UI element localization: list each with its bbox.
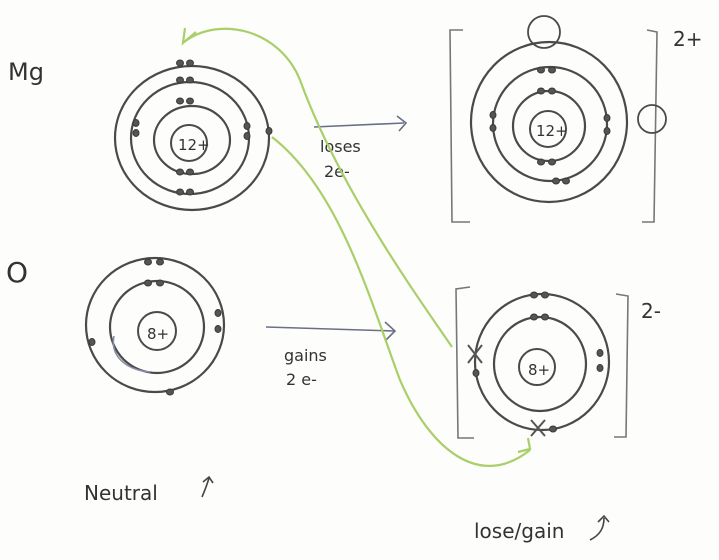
green-arrow-to-o-ion bbox=[272, 137, 530, 466]
o-symbol-label: O bbox=[6, 256, 28, 289]
neutral-label: Neutral bbox=[84, 481, 158, 505]
mg-ion-charge: 2+ bbox=[673, 27, 702, 51]
mg-nucleus-charge: 12+ bbox=[178, 136, 210, 154]
mg-electrons bbox=[133, 60, 272, 195]
neutral-arrow-icon bbox=[202, 477, 213, 497]
o-ion-gained-electron-x-bottom bbox=[531, 420, 545, 436]
o-ion-nucleus-charge: 8+ bbox=[528, 361, 550, 379]
mg-ion-nucleus-charge: 12+ bbox=[536, 122, 568, 140]
o-ion-charge: 2- bbox=[641, 299, 661, 323]
mg-ion: 2+ 12+ bbox=[450, 16, 702, 222]
gains-label-line1: gains bbox=[284, 346, 327, 365]
green-annotation-arrows bbox=[183, 28, 530, 466]
lose-gain-arrow-icon bbox=[590, 516, 609, 540]
mg-neutral-atom: 12+ bbox=[115, 60, 272, 210]
o-nucleus-charge: 8+ bbox=[147, 325, 169, 343]
o-neutral-atom: 8+ bbox=[86, 258, 224, 395]
mg-ion-lost-electron-right bbox=[638, 105, 666, 133]
mg-symbol-label: Mg bbox=[8, 58, 44, 86]
o-ion: 2- 8+ bbox=[456, 287, 661, 438]
gains-arrow: gains 2 e- bbox=[266, 322, 395, 389]
gains-label-line2: 2 e- bbox=[286, 370, 317, 389]
lose-gain-label: lose/gain bbox=[474, 519, 564, 543]
loses-arrow: loses 2e- bbox=[314, 116, 406, 181]
